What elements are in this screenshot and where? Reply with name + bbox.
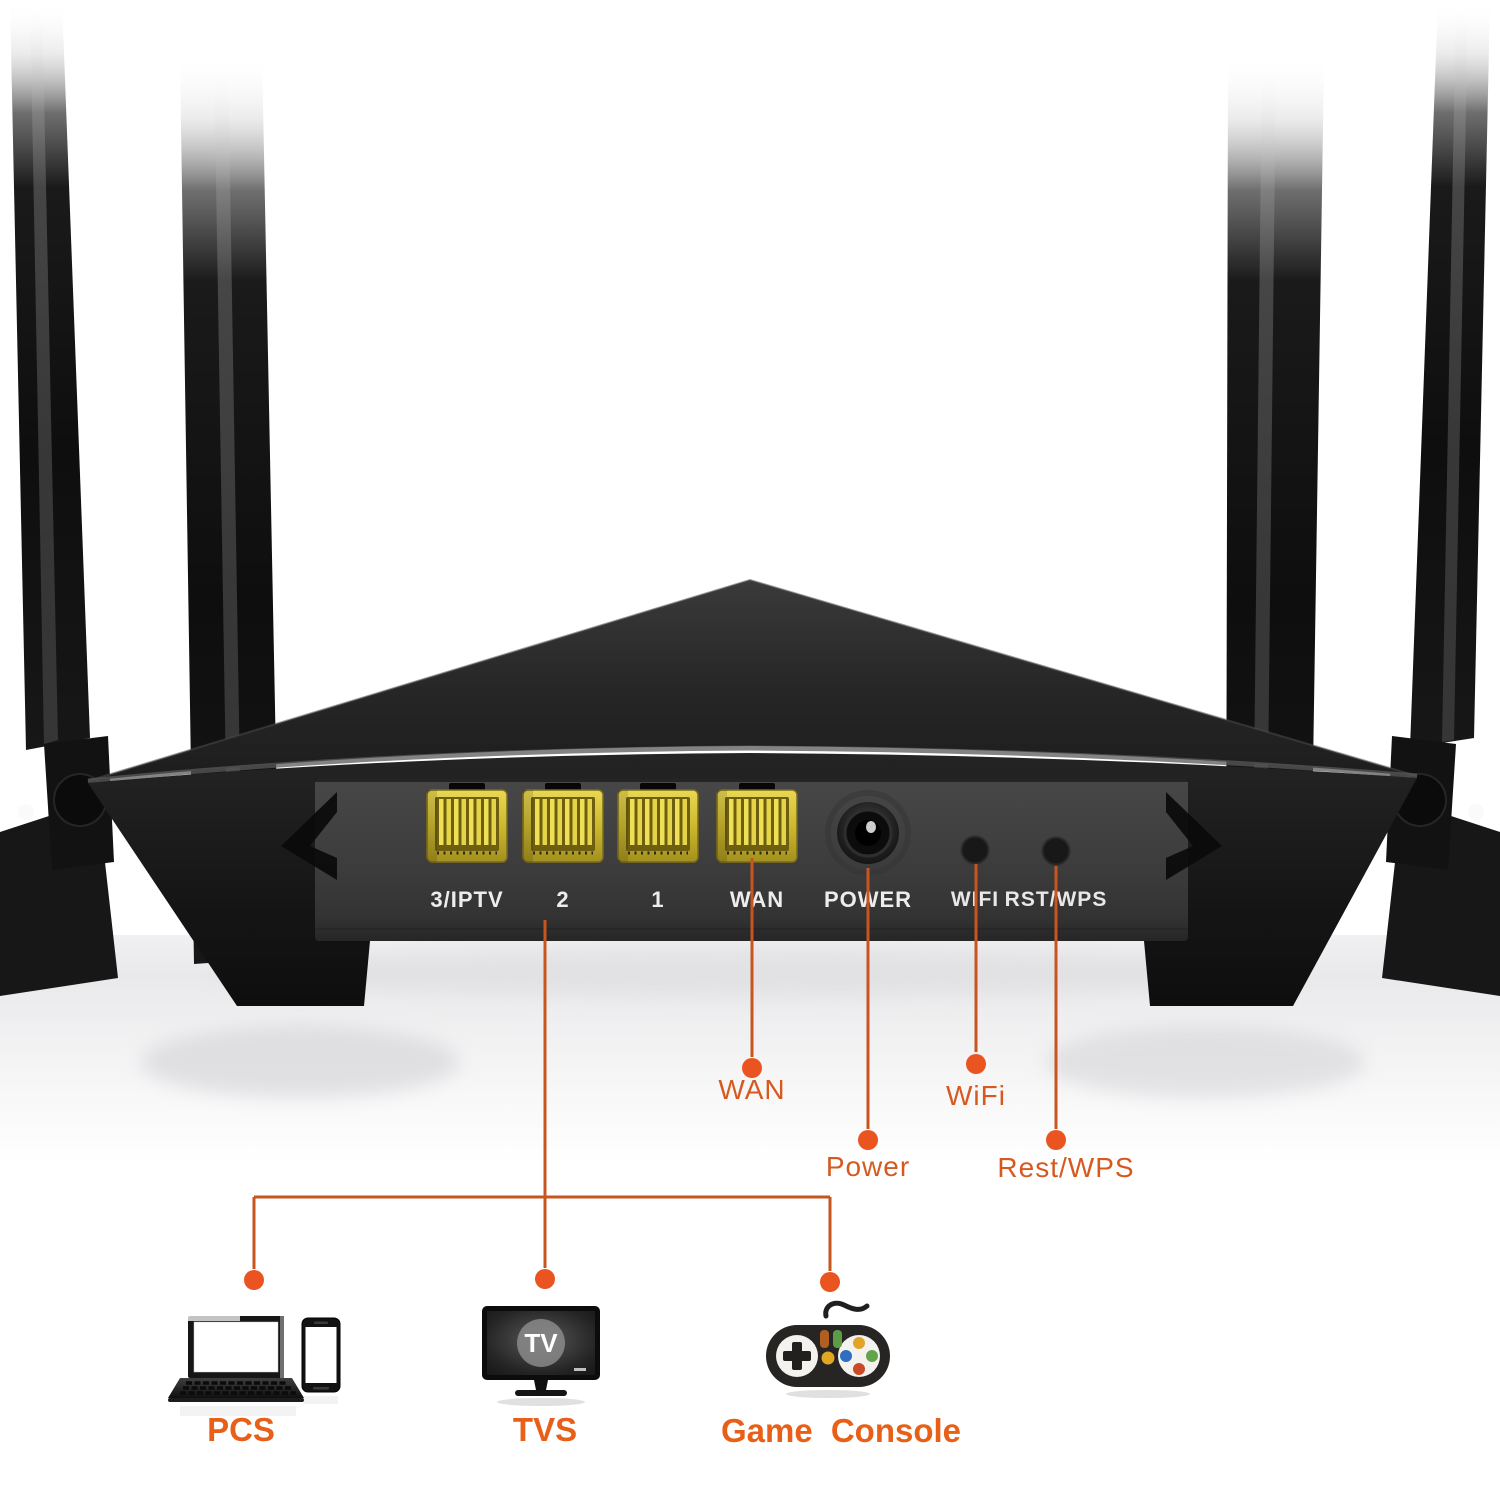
panel-chevron-left [281,792,337,880]
laptop-icon [168,1316,304,1416]
top-edge-highlight [87,745,1418,784]
callout-lines [252,858,1058,1271]
port-label-wan: WAN [730,887,784,912]
tv-icon: TV [482,1306,600,1406]
power-callout-label: Power [826,1151,910,1182]
wan-dot [742,1058,762,1078]
wan-callout-label: WAN [718,1074,785,1105]
game-console-dot [820,1272,840,1292]
game-console-label: Game Console [721,1412,961,1449]
gamepad-icon [766,1300,890,1398]
hinge-screw-hole-right [1468,804,1484,820]
power-jack [825,790,911,876]
port-label-3-iptv: 3/IPTV [430,887,503,912]
ethernet-port-wan [715,781,799,864]
cast-shadow-right [1045,1026,1365,1098]
rst-wps-dot [1046,1130,1066,1150]
power-dot [858,1130,878,1150]
tv-screen-text: TV [524,1328,558,1358]
ethernet-port-1 [616,781,700,864]
callout-dots [244,1054,1066,1292]
ethernet-port-3-iptv [425,781,509,864]
router-top-cover [87,578,1418,784]
wifi-button [960,835,990,865]
wifi-callout-label: WiFi [946,1080,1006,1111]
rst-wps-button [1041,836,1071,866]
hinge-screw-hole-left [18,804,34,820]
wifi-dot [966,1054,986,1074]
port-label-1: 1 [651,887,664,912]
antenna-right-outer [1382,0,1500,996]
cast-shadow-left [140,1026,460,1098]
cast-shadow-center [210,948,1290,996]
port-label-2: 2 [556,887,569,912]
pcs-label: PCS [207,1411,275,1448]
gamepad-cable [823,1300,870,1319]
pcs-dot [244,1270,264,1290]
jack-highlight [866,821,876,833]
tvs-label: TVS [513,1411,577,1448]
tvs-dot [535,1269,555,1289]
rst-wps-callout-label: Rest/WPS [997,1152,1134,1183]
smartphone-icon [301,1317,341,1404]
panel-chevron-right [1166,792,1222,880]
pcs-icon-group [168,1316,341,1416]
ethernet-port-2 [521,781,605,864]
